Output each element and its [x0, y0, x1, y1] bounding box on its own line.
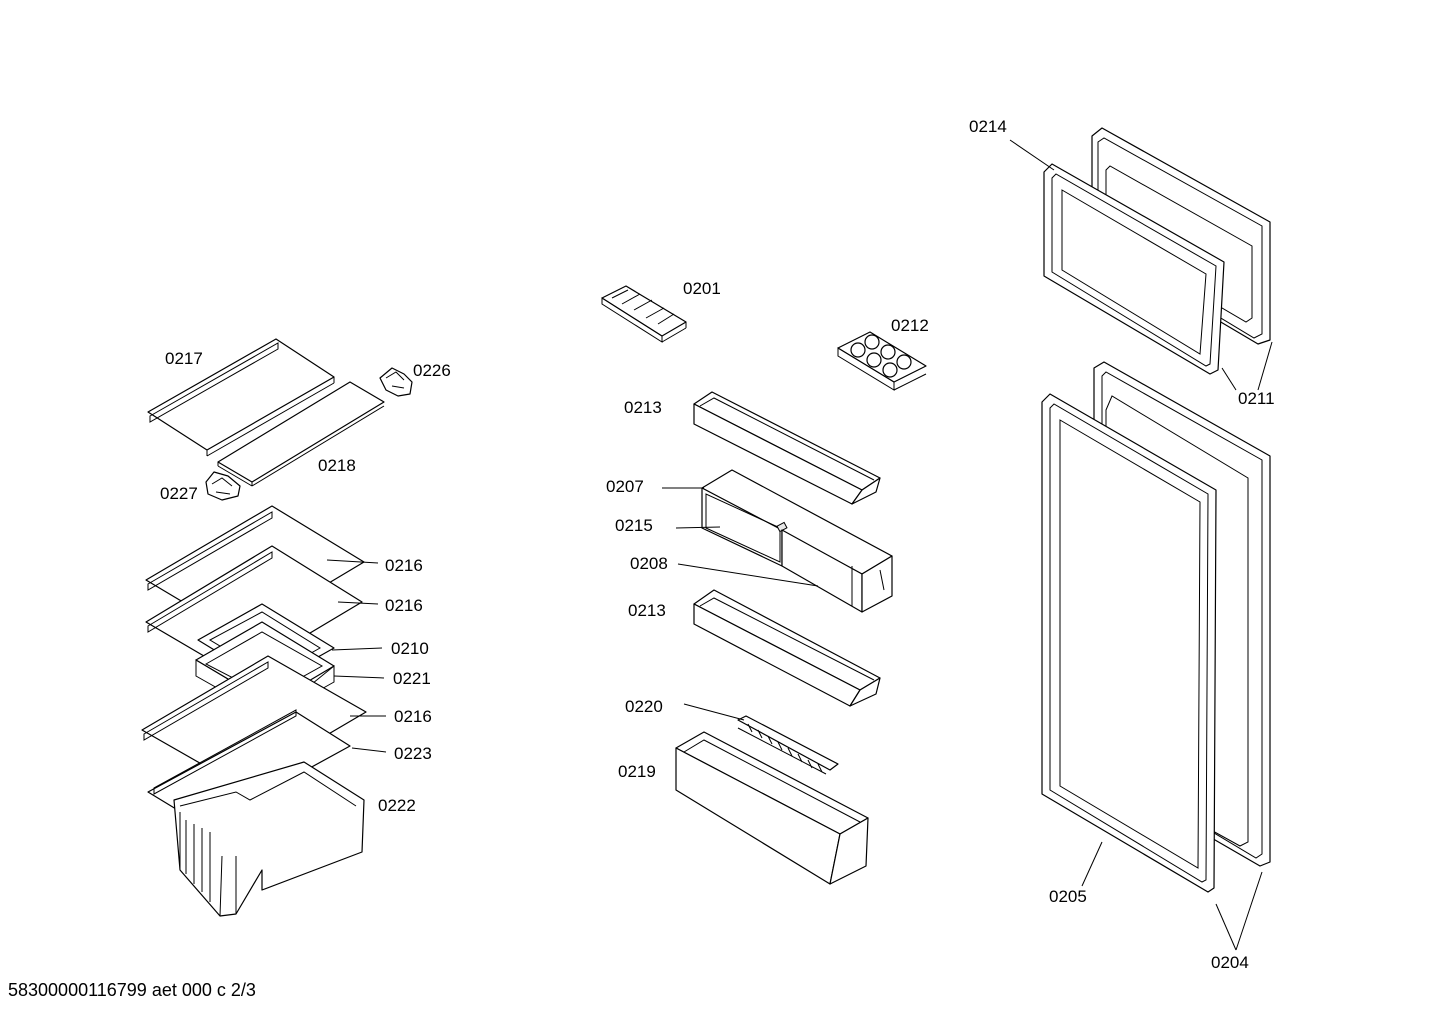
part-0219-bottle-shelf[interactable] [675, 731, 869, 885]
leader-lines-left [326, 559, 387, 753]
part-0208-butter-flap[interactable] [781, 529, 893, 613]
part-0226-clip[interactable] [379, 367, 413, 397]
label-0216-c: 0216 [394, 707, 432, 726]
part-0217-glass-shelf[interactable] [147, 338, 335, 457]
label-0213-a: 0213 [624, 398, 662, 417]
label-0214: 0214 [969, 117, 1007, 136]
part-0218-shelf-strip[interactable] [217, 381, 385, 487]
label-0204: 0204 [1211, 953, 1249, 972]
label-0219: 0219 [618, 762, 656, 781]
part-0201-ice-tray[interactable] [601, 285, 687, 343]
part-0212-egg-tray[interactable] [837, 331, 927, 391]
leader-lines-middle [662, 487, 819, 721]
label-0208: 0208 [630, 554, 668, 573]
part-0213-door-shelf-lower[interactable] [693, 589, 881, 707]
label-0221: 0221 [393, 669, 431, 688]
label-0212: 0212 [891, 316, 929, 335]
label-0215: 0215 [615, 516, 653, 535]
part-0222-crisper-drawer[interactable] [173, 761, 365, 917]
label-0223: 0223 [394, 744, 432, 763]
label-0216-b: 0216 [385, 596, 423, 615]
label-0222: 0222 [378, 796, 416, 815]
leader-lines-right [1009, 139, 1273, 951]
document-id-footer: 58300000116799 aet 000 c 2/3 [8, 980, 256, 1000]
part-0227-clip[interactable] [205, 471, 241, 501]
part-labels: 0217 0226 0218 0227 0216 0216 0210 0221 … [160, 117, 1275, 972]
label-0213-b: 0213 [628, 601, 666, 620]
part-0215-butter-lid[interactable] [705, 493, 788, 563]
label-0210: 0210 [391, 639, 429, 658]
label-0201: 0201 [683, 279, 721, 298]
part-0213-door-shelf-upper[interactable] [693, 391, 881, 505]
label-0227: 0227 [160, 484, 198, 503]
label-0218: 0218 [318, 456, 356, 475]
part-0220-bottle-retainer[interactable] [737, 715, 839, 775]
part-0214-freezer-door-seal[interactable] [1043, 163, 1225, 375]
label-0207: 0207 [606, 477, 644, 496]
label-0220: 0220 [625, 697, 663, 716]
label-0217: 0217 [165, 349, 203, 368]
label-0211: 0211 [1238, 389, 1275, 408]
label-0216-a: 0216 [385, 556, 423, 575]
label-0226: 0226 [413, 361, 451, 380]
part-0205-fridge-door-seal[interactable] [1041, 393, 1217, 893]
label-0205: 0205 [1049, 887, 1087, 906]
